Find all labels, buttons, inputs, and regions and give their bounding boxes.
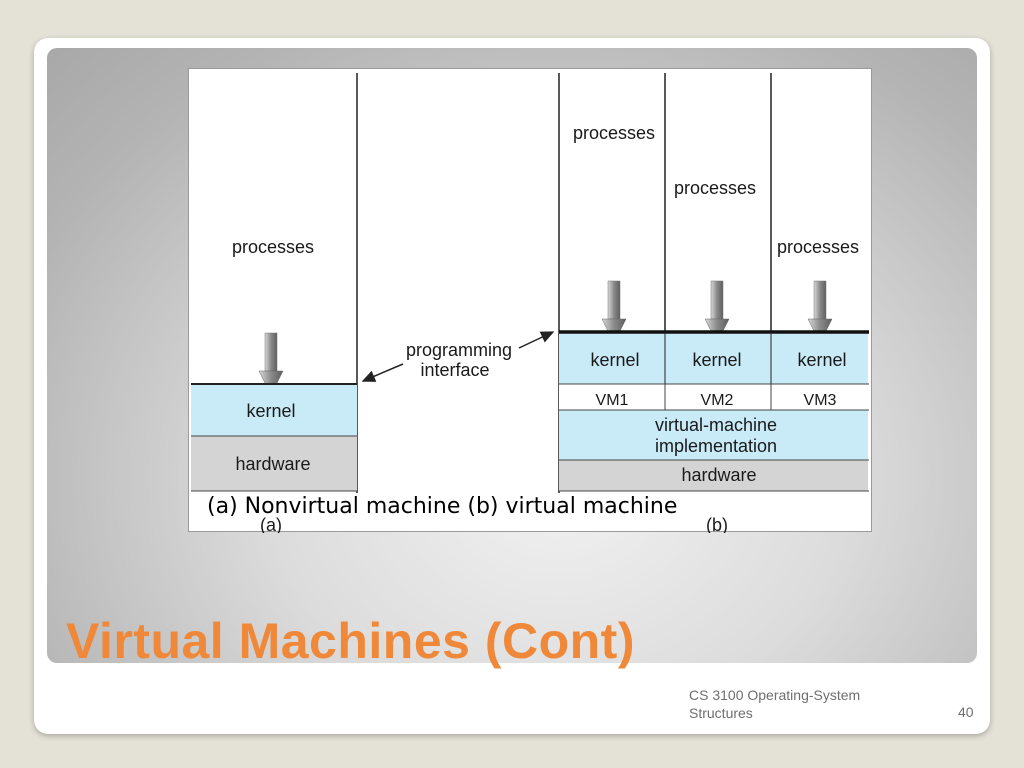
interface-arrow-right-icon — [518, 331, 555, 349]
b-vm-label-3: VM3 — [804, 392, 837, 409]
b-processes-label-2: processes — [674, 178, 756, 198]
diagram-figure: processes kernel hardware (a) programmin… — [188, 68, 872, 533]
footer-course-text: CS 3100 Operating-System Structures — [689, 687, 861, 721]
b-vm-label-1: VM1 — [596, 392, 629, 409]
a-sublabel: (a) — [260, 515, 282, 533]
virtual-machine-diagram: processes kernel hardware (a) programmin… — [191, 73, 869, 533]
figure-caption: (a) Nonvirtual machine (b) virtual machi… — [207, 494, 678, 519]
b-vm-implementation-layer — [559, 410, 868, 460]
a-processes-label: processes — [232, 237, 314, 257]
a-hardware-label: hardware — [235, 454, 310, 474]
interface-label-line1: programming — [406, 340, 512, 360]
page-number: 40 — [958, 704, 974, 720]
b-processes-label-3: processes — [777, 237, 859, 257]
b-kernel-layer — [559, 332, 868, 384]
b-kernel-label-3: kernel — [797, 350, 846, 370]
interface-label-line2: interface — [420, 360, 489, 380]
b-sublabel: (b) — [706, 515, 728, 533]
b-hardware-label: hardware — [681, 465, 756, 485]
b-implementation-label-line1: virtual-machine — [655, 415, 777, 435]
b-vm-label-2: VM2 — [701, 392, 734, 409]
a-hardware-layer — [191, 436, 357, 491]
slide-title: Virtual Machines (Cont) — [66, 613, 635, 669]
b-processes-label-1: processes — [573, 123, 655, 143]
b-kernel-label-2: kernel — [692, 350, 741, 370]
b-vm-row — [559, 384, 868, 410]
a-kernel-label: kernel — [246, 401, 295, 421]
interface-arrow-left-icon — [361, 363, 404, 382]
b-kernel-label-1: kernel — [590, 350, 639, 370]
a-kernel-layer — [191, 384, 357, 436]
b-implementation-label-line2: implementation — [655, 436, 777, 456]
b-hardware-layer — [559, 460, 868, 491]
